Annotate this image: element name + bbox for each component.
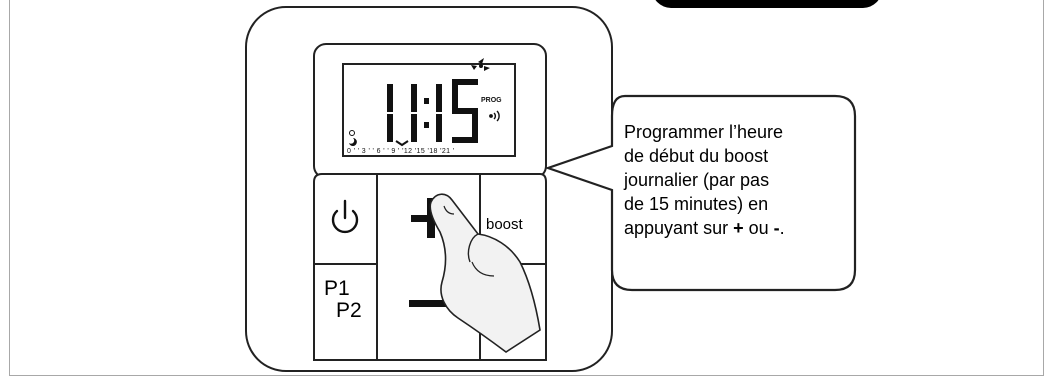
lcd-time-digits — [387, 79, 478, 143]
callout-line-2: de début du boost — [624, 146, 769, 166]
callout-line-3: journalier (par pas — [624, 170, 770, 190]
lcd-screen — [342, 63, 516, 157]
fan-icon — [471, 58, 490, 71]
page-frame — [9, 0, 1044, 376]
p2-label[interactable]: P2 — [336, 299, 362, 322]
plus-icon[interactable] — [411, 198, 451, 238]
callout-minus-symbol: - — [773, 218, 780, 238]
timeline-scale: 0 ' ' 3 ' ' 6 ' ' 9 ' '12 '15 '18 '21 ' — [347, 148, 455, 155]
callout-line-5-suffix: . — [779, 218, 785, 238]
current-time-marker — [395, 140, 409, 147]
callout-line-5: appuyant sur + ou -. — [624, 216, 849, 240]
signal-icon — [489, 110, 500, 122]
power-icon[interactable] — [331, 199, 359, 234]
boost-button[interactable]: boost — [486, 216, 523, 233]
header-pill — [652, 0, 882, 8]
callout-text: Programmer l’heure de début du boost jou… — [624, 120, 849, 240]
callout-line-1: Programmer l’heure — [624, 122, 784, 142]
callout-bubble — [544, 94, 857, 292]
p1-label[interactable]: P1 — [324, 277, 350, 300]
prog-label: PROG — [481, 97, 502, 104]
callout-line-4: de 15 minutes) en — [624, 194, 769, 214]
moon-icon — [349, 130, 357, 146]
callout-line-5-prefix: appuyant sur — [624, 218, 734, 238]
pointing-hand-illustration — [429, 193, 541, 353]
callout-plus-symbol: + — [733, 218, 744, 238]
minus-icon[interactable] — [409, 300, 453, 307]
callout-line-5-mid: ou — [743, 218, 774, 238]
